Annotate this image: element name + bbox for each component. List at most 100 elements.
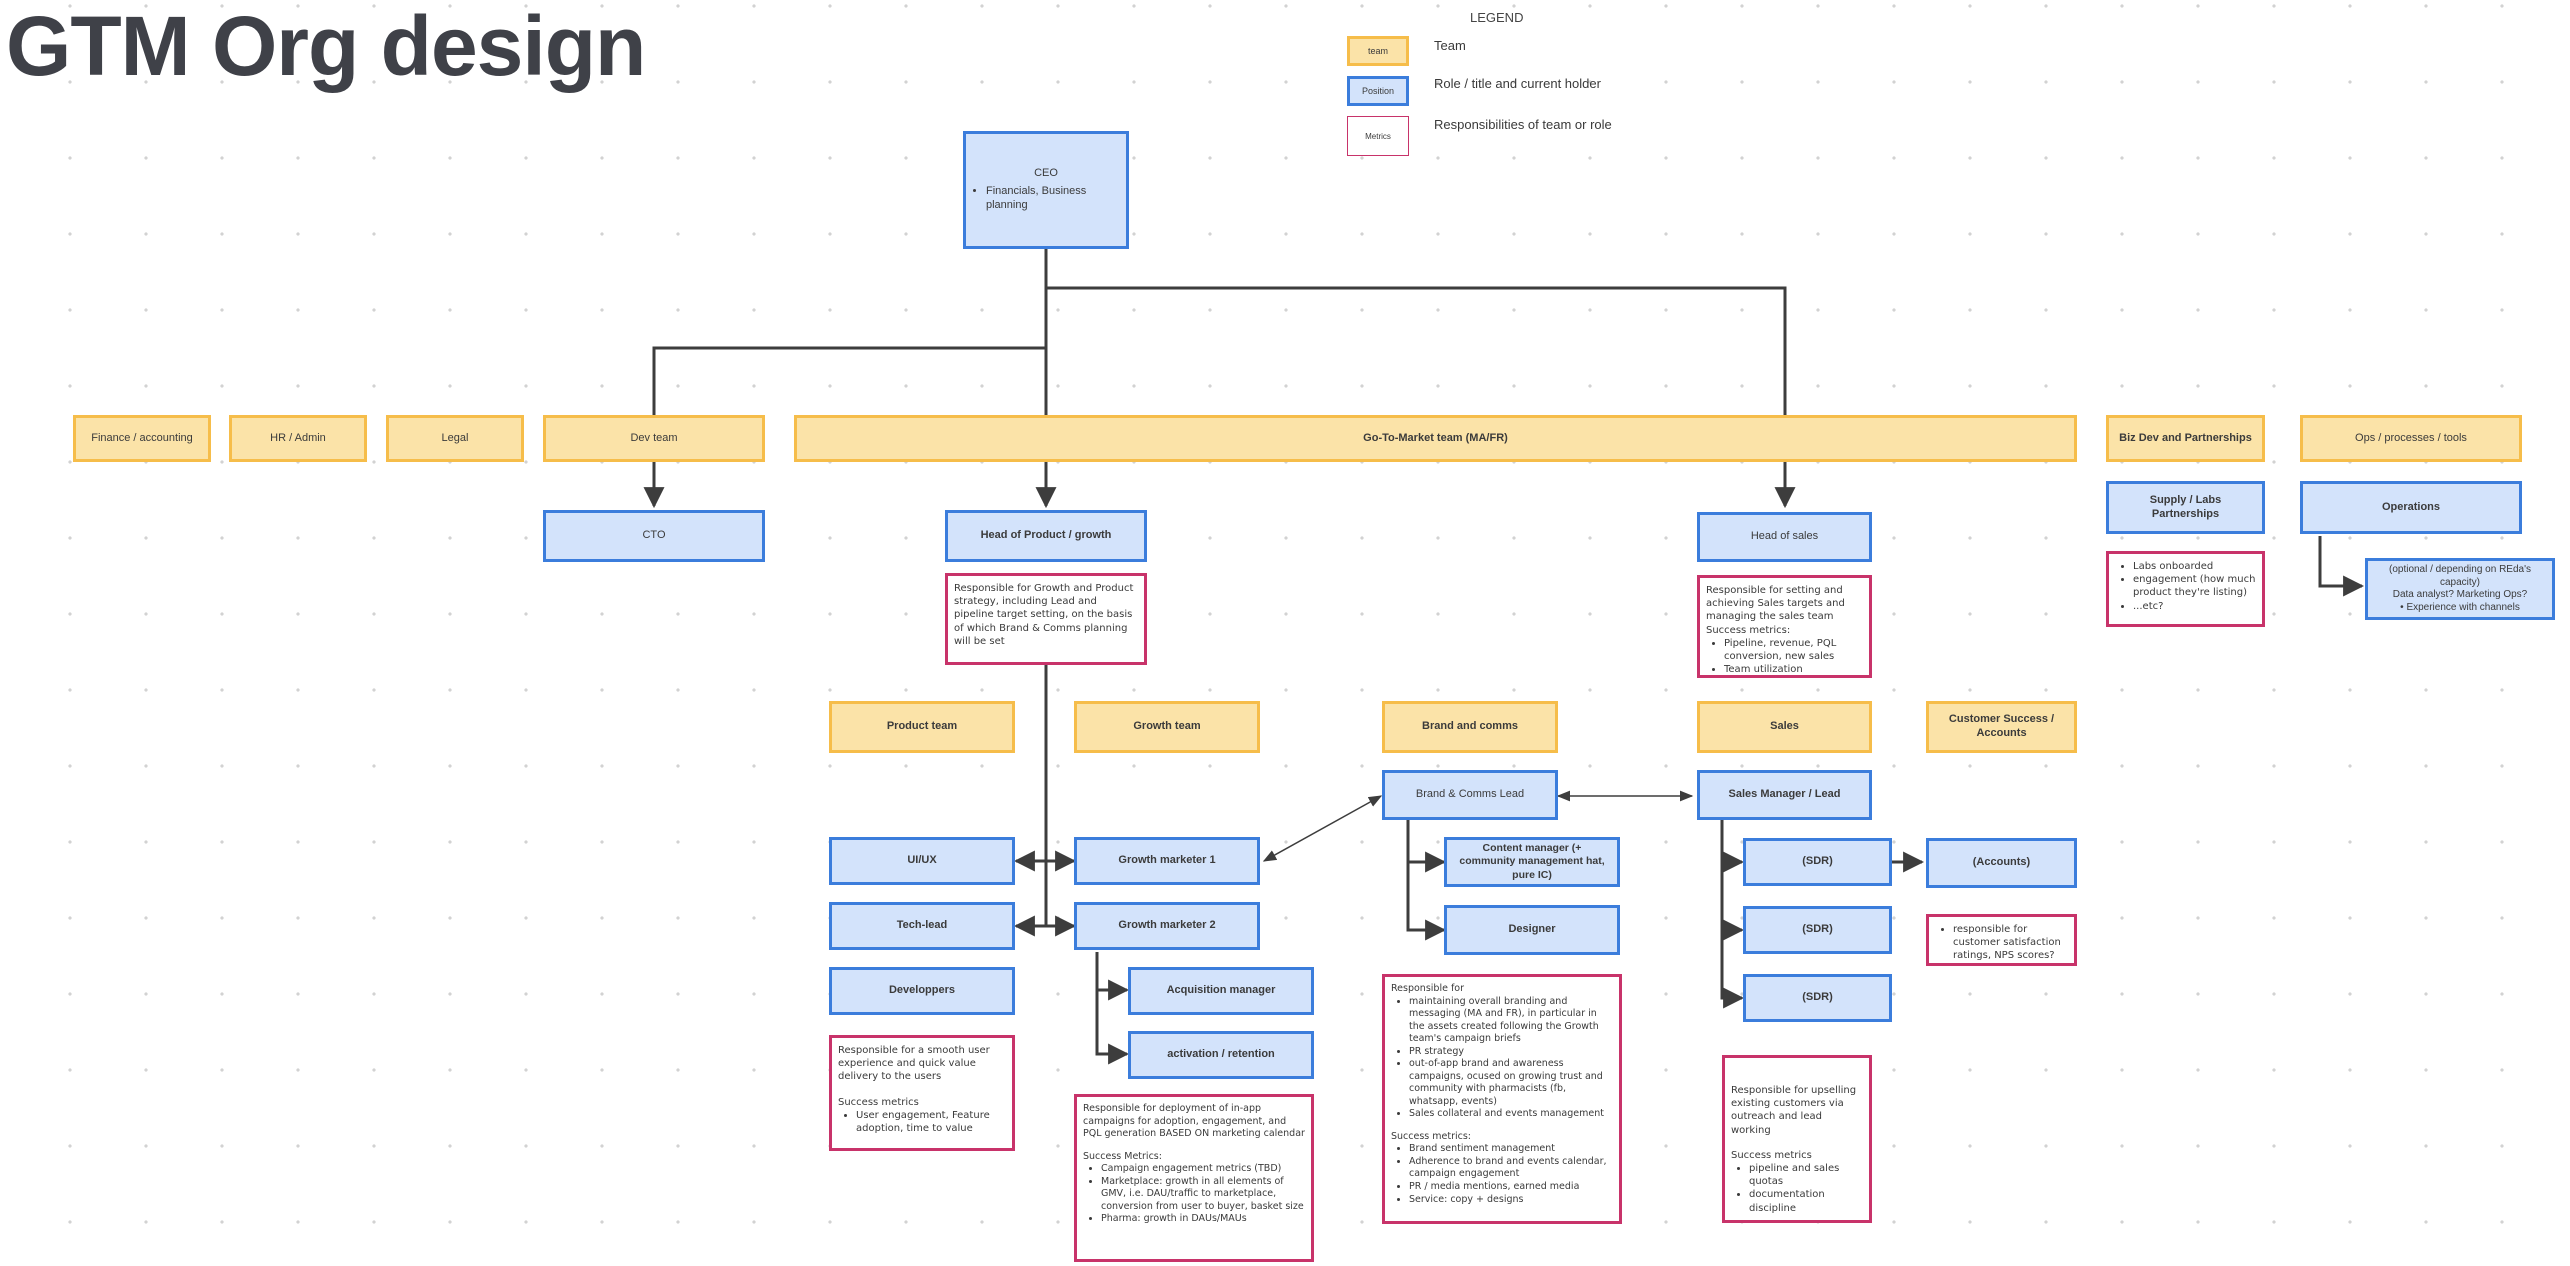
note-supply-list: Labs onboarded engagement (how much prod… — [2115, 560, 2256, 613]
position-growth-marketer-2[interactable]: Growth marketer 2 — [1074, 902, 1260, 950]
ops-optional-line-1: (optional / depending on REda's capacity… — [2388, 564, 2531, 588]
ceo-box[interactable]: CEO Financials, Business planning — [963, 131, 1129, 249]
note-brand-comms: Responsible for maintaining overall bran… — [1382, 974, 1622, 1224]
note-growth-team: Responsible for deployment of in-app cam… — [1074, 1094, 1314, 1262]
edge-ceo-headsales — [1046, 286, 1787, 415]
list-item: Service: copy + designs — [1409, 1194, 1613, 1207]
list-item: PR / media mentions, earned media — [1409, 1181, 1613, 1194]
note-sales-team: Responsible for upselling existing custo… — [1722, 1055, 1872, 1223]
legend-metrics-swatch: Metrics — [1347, 116, 1409, 156]
edge-salesmgr-sdr2 — [1720, 820, 1745, 941]
list-item: maintaining overall branding and messagi… — [1409, 996, 1613, 1046]
team-sales[interactable]: Sales — [1697, 701, 1872, 753]
position-developpers[interactable]: Developpers — [829, 967, 1015, 1015]
position-brand-comms-lead[interactable]: Brand & Comms Lead — [1382, 770, 1558, 820]
team-customer-success[interactable]: Customer Success / Accounts — [1926, 701, 2077, 753]
list-item: responsible for customer satisfaction ra… — [1953, 923, 2068, 963]
edge-brandlead-designer — [1406, 820, 1447, 941]
ceo-bullet: Financials, Business planning — [986, 185, 1118, 213]
position-sdr-3[interactable]: (SDR) — [1743, 974, 1892, 1022]
position-sdr-2[interactable]: (SDR) — [1743, 906, 1892, 954]
legend-team-label: Team — [1434, 38, 1466, 53]
note-customer-success-list: responsible for customer satisfaction ra… — [1935, 923, 2068, 963]
note-head-of-sales-metrics-heading: Success metrics: — [1706, 624, 1791, 636]
note-product-team: Responsible for a smooth user experience… — [829, 1035, 1015, 1151]
position-growth-marketer-1[interactable]: Growth marketer 1 — [1074, 837, 1260, 885]
team-legal[interactable]: Legal — [386, 415, 524, 462]
ceo-label: CEO — [1034, 167, 1058, 180]
note-head-of-product: Responsible for Growth and Product strat… — [945, 573, 1147, 665]
ops-optional-bullet: • Experience with channels — [2400, 601, 2520, 613]
position-head-of-sales[interactable]: Head of sales — [1697, 512, 1872, 562]
list-item: Sales collateral and events management — [1409, 1108, 1613, 1121]
ops-optional-line-2: Data analyst? Marketing Ops? — [2392, 589, 2528, 600]
team-ops-processes[interactable]: Ops / processes / tools — [2300, 415, 2522, 462]
team-growth[interactable]: Growth team — [1074, 701, 1260, 753]
list-item: out-of-app brand and awareness campaigns… — [1409, 1058, 1613, 1108]
team-finance[interactable]: Finance / accounting — [73, 415, 211, 462]
team-go-to-market[interactable]: Go-To-Market team (MA/FR) — [794, 415, 2077, 462]
position-head-of-product[interactable]: Head of Product / growth — [945, 510, 1147, 562]
team-dev[interactable]: Dev team — [543, 415, 765, 462]
position-activation-retention[interactable]: activation / retention — [1128, 1031, 1314, 1079]
position-operations[interactable]: Operations — [2300, 481, 2522, 534]
note-sales-intro: Responsible for upselling existing custo… — [1731, 1085, 1857, 1136]
list-item: Labs onboarded — [2133, 560, 2256, 573]
position-accounts[interactable]: (Accounts) — [1926, 838, 2077, 888]
team-product[interactable]: Product team — [829, 701, 1015, 753]
list-item: pipeline and sales quotas — [1749, 1162, 1863, 1188]
note-sales-list: pipeline and sales quotas documentation … — [1731, 1162, 1863, 1215]
edge-operations-optional — [2318, 536, 2365, 597]
list-item: Team utilization — [1724, 663, 1863, 676]
position-sales-manager[interactable]: Sales Manager / Lead — [1697, 770, 1872, 820]
note-product-metrics-heading: Success metrics — [838, 1096, 919, 1108]
position-tech-lead[interactable]: Tech-lead — [829, 902, 1015, 950]
position-content-manager[interactable]: Content manager (+ community management … — [1444, 837, 1620, 887]
list-item: engagement (how much product they're lis… — [2133, 573, 2256, 599]
edge-gm2-activation — [1095, 952, 1130, 1065]
list-item: Brand sentiment management — [1409, 1143, 1613, 1156]
legend-metrics-label: Responsibilities of team or role — [1434, 117, 1612, 132]
note-growth-list: Campaign engagement metrics (TBD) Market… — [1083, 1163, 1305, 1226]
note-growth-metrics-heading: Success Metrics: — [1083, 1150, 1162, 1162]
note-sales-metrics-heading: Success metrics — [1731, 1149, 1812, 1161]
legend-position-label: Role / title and current holder — [1434, 76, 1601, 91]
position-ops-optional[interactable]: (optional / depending on REda's capacity… — [2365, 558, 2555, 620]
list-item: Campaign engagement metrics (TBD) — [1101, 1163, 1305, 1176]
legend-heading: LEGEND — [1470, 10, 1524, 25]
list-item: Marketplace: growth in all elements of G… — [1101, 1176, 1305, 1214]
team-brand-comms[interactable]: Brand and comms — [1382, 701, 1558, 753]
team-hr-admin[interactable]: HR / Admin — [229, 415, 367, 462]
note-head-of-sales-intro: Responsible for setting and achieving Sa… — [1706, 585, 1845, 623]
note-brand-metrics-list: Brand sentiment management Adherence to … — [1391, 1143, 1613, 1206]
note-brand-list: maintaining overall branding and messagi… — [1391, 996, 1613, 1121]
team-bizdev-partnerships[interactable]: Biz Dev and Partnerships — [2106, 415, 2265, 462]
position-designer[interactable]: Designer — [1444, 905, 1620, 955]
legend-team-swatch: team — [1347, 36, 1409, 66]
edge-salesmgr-sdr1 — [1720, 820, 1745, 873]
edge-gm1-brandlead — [1262, 795, 1383, 862]
position-ui-ux[interactable]: UI/UX — [829, 837, 1015, 885]
ops-optional-bullet-text: Experience with channels — [2406, 601, 2520, 613]
legend-position-swatch: Position — [1347, 76, 1409, 106]
position-supply-labs[interactable]: Supply / Labs Partnerships — [2106, 481, 2265, 534]
note-brand-metrics-heading: Success metrics: — [1391, 1130, 1472, 1142]
page-title: GTM Org design — [6, 0, 646, 93]
list-item: documentation discipline — [1749, 1188, 1863, 1214]
list-item: Pipeline, revenue, PQL conversion, new s… — [1724, 637, 1863, 663]
list-item: Adherence to brand and events calendar, … — [1409, 1156, 1613, 1181]
note-brand-intro: Responsible for — [1391, 983, 1465, 994]
note-product-list: User engagement, Feature adoption, time … — [838, 1109, 1006, 1135]
note-customer-success: responsible for customer satisfaction ra… — [1926, 914, 2077, 966]
note-head-of-sales-list: Pipeline, revenue, PQL conversion, new s… — [1706, 637, 1863, 677]
list-item: User engagement, Feature adoption, time … — [856, 1109, 1006, 1135]
position-cto[interactable]: CTO — [543, 510, 765, 562]
edge-salesmgr-sdr3 — [1720, 820, 1745, 1009]
ceo-bullet-list: Financials, Business planning — [974, 185, 1118, 213]
list-item: ...etc? — [2133, 600, 2256, 613]
position-acquisition-manager[interactable]: Acquisition manager — [1128, 967, 1314, 1015]
list-item: PR strategy — [1409, 1046, 1613, 1059]
position-sdr-1[interactable]: (SDR) — [1743, 838, 1892, 886]
